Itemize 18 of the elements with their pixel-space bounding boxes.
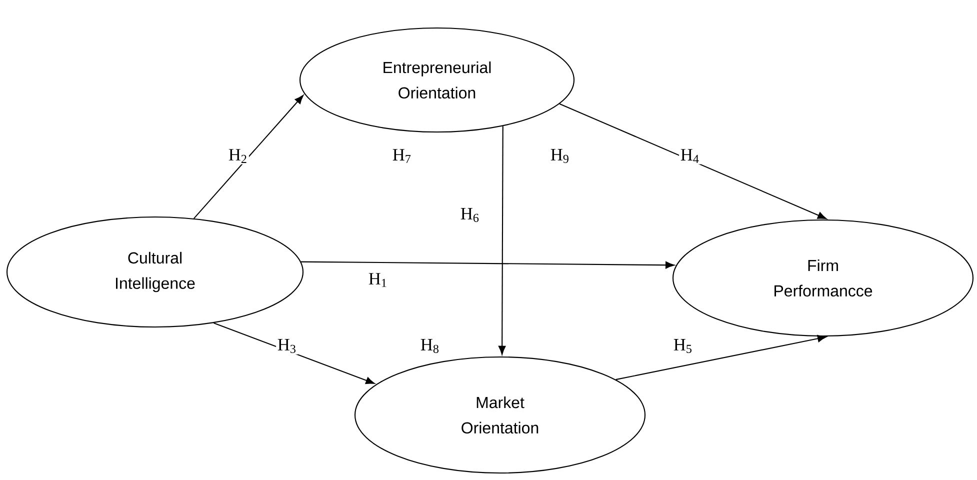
arrow <box>194 95 304 219</box>
ellipse-node: Firm Performancce <box>672 219 974 337</box>
arrow <box>559 103 827 220</box>
ellipse-node: Entrepreneurial Orientation <box>299 27 575 133</box>
ellipse-node: Market Orientation <box>354 356 646 474</box>
edge-label: H$_{5}$ <box>672 338 694 354</box>
arrow <box>498 126 506 355</box>
hypothesis-label: H$_{7}$ <box>392 149 411 163</box>
edge-label: H$_{4}$ <box>679 148 701 164</box>
edge-label: H$_{6}$ <box>459 206 481 224</box>
arrow <box>616 334 826 380</box>
ellipse-node: Cultural Intelligence <box>6 216 304 328</box>
arrow <box>214 322 375 384</box>
edge-label: H$_{2}$ <box>227 148 249 164</box>
hypothesis-label: H$_{9}$ <box>550 149 568 163</box>
edge-label: H$_{3}$ <box>276 338 298 354</box>
edge-label: H$_{1}$ <box>367 272 389 288</box>
arrow <box>301 261 674 269</box>
